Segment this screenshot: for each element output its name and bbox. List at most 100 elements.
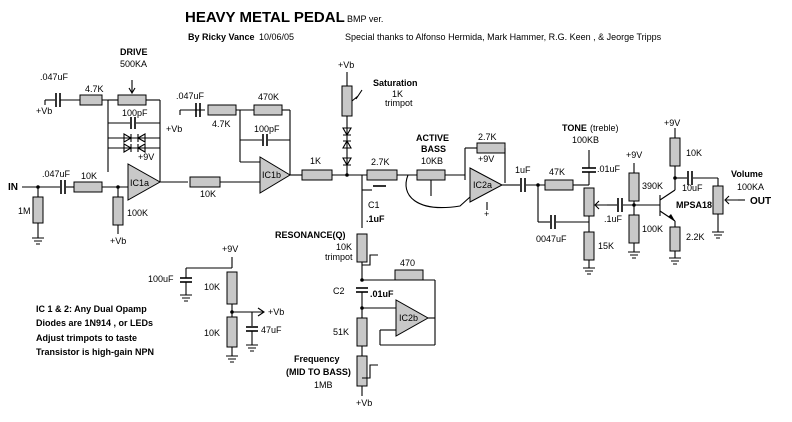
vb-ic1a: +Vb bbox=[36, 106, 52, 116]
label-10k-vb1: 10K bbox=[204, 282, 220, 292]
resistor-2k7-in bbox=[366, 169, 398, 181]
c1-value: .1uF bbox=[366, 214, 385, 224]
resonance-type: trimpot bbox=[325, 252, 353, 262]
label-c-ic1b: .047uF bbox=[176, 91, 205, 101]
ground-icon bbox=[669, 257, 681, 265]
author-text: By Ricky Vance bbox=[188, 32, 255, 42]
thanks-text: Special thanks to Alfonso Hermida, Mark … bbox=[345, 32, 662, 42]
label-10k-in: 10K bbox=[81, 171, 97, 181]
label-10uf-out: 10uF bbox=[682, 183, 703, 193]
frequency-value: 1MB bbox=[314, 380, 333, 390]
resistor-51k bbox=[356, 317, 368, 347]
label-470: 470 bbox=[400, 258, 415, 268]
resonance-trimpot[interactable] bbox=[356, 233, 368, 263]
label-2k2: 2.2K bbox=[686, 232, 705, 242]
label-c-tone2: 0047uF bbox=[536, 234, 567, 244]
note-line: IC 1 & 2: Any Dual Opamp bbox=[36, 304, 147, 314]
bass-value: 10KB bbox=[421, 156, 443, 166]
ic1b-stage: 10K IC1b .047uF +Vb 4.7K 470K 100pF bbox=[166, 91, 302, 199]
c1-label: C1 bbox=[368, 200, 380, 210]
label-1k: 1K bbox=[310, 156, 321, 166]
ic1b-label: IC1b bbox=[262, 170, 281, 180]
opamp-ic2b bbox=[395, 299, 430, 337]
notes-block: IC 1 & 2: Any Dual Opamp Diodes are 1N91… bbox=[36, 304, 154, 357]
label-4k7-b: 4.7K bbox=[212, 119, 231, 129]
label-100pf-b: 100pF bbox=[254, 124, 280, 134]
saturation-type: trimpot bbox=[385, 98, 413, 108]
title-text: HEAVY METAL PEDAL bbox=[185, 9, 345, 26]
transistor-stage: .1uF +9V 390K 100K MPSA18 +9V 10K 10uF 2… bbox=[604, 118, 718, 265]
opamp-ic1a bbox=[127, 163, 162, 201]
resonance-label: RESONANCE(Q) bbox=[275, 230, 346, 240]
label-470k: 470K bbox=[258, 92, 279, 102]
transistor-label: MPSA18 bbox=[676, 200, 712, 210]
note-line: Transistor is high-gain NPN bbox=[36, 347, 154, 357]
label-2k7-in: 2.7K bbox=[371, 157, 390, 167]
label-100k-b2: 100K bbox=[642, 224, 663, 234]
active-label: ACTIVE bbox=[416, 133, 449, 143]
label-10k-vb2: 10K bbox=[204, 328, 220, 338]
v9-collector: +9V bbox=[664, 118, 680, 128]
label-1uf: 1uF bbox=[515, 165, 531, 175]
resistor-100k-bias bbox=[112, 196, 124, 226]
vb-label: +Vb bbox=[110, 236, 126, 246]
v9-ic1a: +9V bbox=[138, 152, 154, 162]
v9-bias: +9V bbox=[626, 150, 642, 160]
diode-icon bbox=[136, 133, 146, 143]
vb-sat: +Vb bbox=[338, 60, 354, 70]
label-15k: 15K bbox=[598, 241, 614, 251]
diode-icon bbox=[342, 157, 352, 167]
input-stage: IN 1M .047uF 10K 100K +Vb bbox=[8, 169, 148, 246]
note-line: Adjust trimpots to taste bbox=[36, 333, 137, 343]
opamp-ic1b bbox=[259, 156, 291, 194]
diode-icon bbox=[123, 133, 133, 143]
drive-value: 500KA bbox=[120, 59, 147, 69]
tone-sub: (treble) bbox=[590, 123, 619, 133]
saturation-trimpot[interactable] bbox=[341, 85, 353, 117]
vb-supply: +9V 100uF 10K +Vb 10K 47uF bbox=[148, 244, 284, 363]
resistor-4k7-a bbox=[79, 94, 103, 106]
vb-out: +Vb bbox=[268, 307, 284, 317]
tone-stage: 1uF 47K TONE (treble) 100KB .01uF 0047uF… bbox=[512, 123, 621, 275]
diode-icon bbox=[342, 127, 352, 137]
date-text: 10/06/05 bbox=[259, 32, 294, 42]
label-100pf-a: 100pF bbox=[122, 108, 148, 118]
bass-label: BASS bbox=[421, 144, 446, 154]
bass-pot[interactable] bbox=[416, 169, 446, 181]
label-c-tone1: .01uF bbox=[597, 164, 621, 174]
note-line: Diodes are 1N914 , or LEDs bbox=[36, 318, 153, 328]
drive-pot[interactable] bbox=[117, 94, 147, 106]
v9-ic2a: +9V bbox=[478, 154, 494, 164]
label-c-tr-in: .1uF bbox=[604, 214, 623, 224]
volume-pot[interactable] bbox=[712, 185, 724, 215]
vb-freq: +Vb bbox=[356, 398, 372, 408]
resistor-1m bbox=[32, 196, 44, 224]
label-390k: 390K bbox=[642, 181, 663, 191]
ground-icon bbox=[226, 355, 238, 363]
ic2a-label: IC2a bbox=[473, 180, 492, 190]
label-47k: 47K bbox=[549, 167, 565, 177]
ground-icon bbox=[180, 294, 192, 302]
resistor-4k7-b bbox=[207, 104, 237, 116]
resistor-10k-vb2 bbox=[226, 316, 238, 348]
input-label: IN bbox=[8, 182, 18, 193]
resonance-value: 10K bbox=[336, 242, 352, 252]
label-2k7-fb: 2.7K bbox=[478, 132, 497, 142]
saturation-value: 1K bbox=[392, 89, 403, 99]
ground-icon bbox=[32, 237, 44, 245]
resistor-2k7-fb bbox=[476, 142, 506, 154]
resistor-10k-ic1b bbox=[189, 176, 221, 188]
plus-label: + bbox=[484, 209, 489, 219]
resistor-10k-in bbox=[73, 181, 103, 193]
ic1a-stage: IC1a +9V DRIVE 500KA 4.7K .047uF +Vb 100… bbox=[36, 47, 188, 201]
drive-label: DRIVE bbox=[120, 47, 148, 57]
volume-label: Volume bbox=[731, 169, 763, 179]
tone-pot[interactable] bbox=[583, 187, 595, 217]
resistor-470 bbox=[394, 269, 424, 281]
version-text: BMP ver. bbox=[347, 14, 383, 24]
frequency-pot[interactable] bbox=[356, 355, 368, 387]
ic1a-label: IC1a bbox=[130, 178, 149, 188]
resistor-390k bbox=[628, 172, 640, 202]
label-c-ic1a: .047uF bbox=[40, 72, 69, 82]
saturation-label: Saturation bbox=[373, 78, 418, 88]
